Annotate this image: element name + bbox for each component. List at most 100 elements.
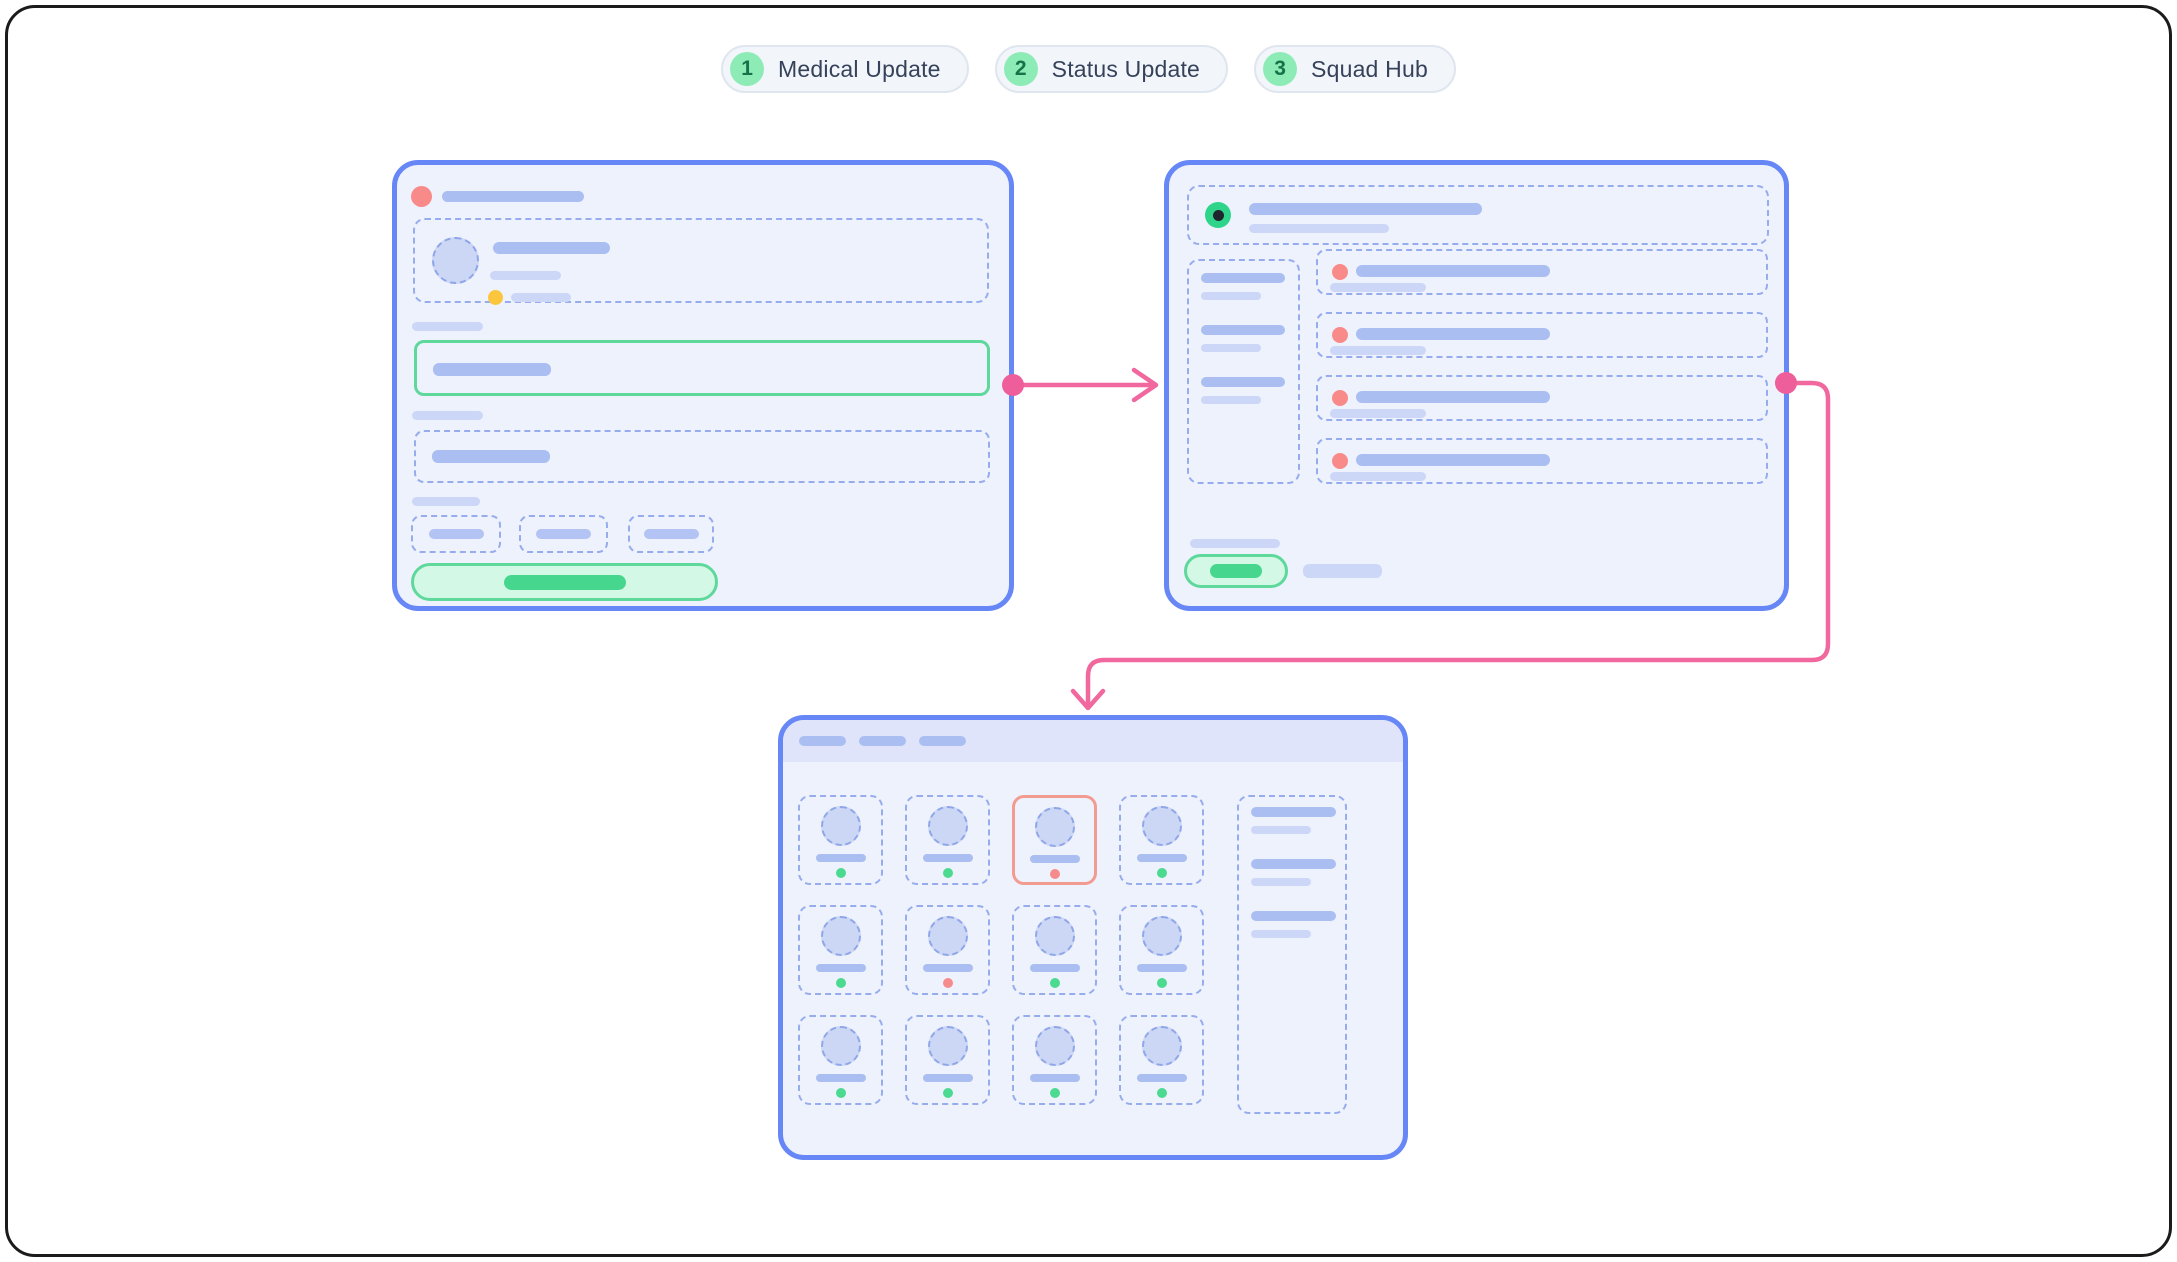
text-group bbox=[1201, 273, 1290, 300]
member-card[interactable] bbox=[905, 905, 990, 995]
member-card[interactable] bbox=[798, 1015, 883, 1105]
member-card[interactable] bbox=[1012, 905, 1097, 995]
warning-dot bbox=[488, 290, 503, 305]
menu-item-bar[interactable] bbox=[799, 736, 846, 746]
field-label-bar bbox=[412, 322, 483, 331]
member-avatar bbox=[927, 1026, 968, 1066]
step-number-badge: 2 bbox=[1003, 52, 1038, 86]
item-title-bar bbox=[1356, 328, 1550, 340]
member-avatar bbox=[1141, 1026, 1182, 1066]
detail-sidebar bbox=[1237, 795, 1347, 1114]
option-chip[interactable] bbox=[411, 515, 501, 553]
group-title-bar bbox=[1201, 273, 1285, 283]
member-avatar bbox=[820, 806, 861, 846]
group-title-bar bbox=[1251, 911, 1336, 921]
member-card[interactable] bbox=[1012, 1015, 1097, 1105]
option-chip[interactable] bbox=[628, 515, 714, 553]
step-label: Medical Update bbox=[778, 55, 941, 82]
group-subtitle-bar bbox=[1251, 930, 1311, 938]
alert-dot bbox=[1332, 264, 1348, 280]
member-name-bar bbox=[922, 964, 973, 972]
member-card[interactable] bbox=[1119, 1015, 1204, 1105]
member-status-dot bbox=[942, 978, 953, 988]
member-status-dot bbox=[1049, 869, 1060, 879]
step-number-badge: 3 bbox=[1263, 52, 1298, 86]
item-subtitle-bar bbox=[1330, 409, 1426, 418]
alert-queue-item[interactable] bbox=[1316, 249, 1768, 295]
name-bar bbox=[493, 242, 610, 254]
menu-item-bar[interactable] bbox=[859, 736, 906, 746]
text-group bbox=[1251, 911, 1337, 938]
alert-queue-item[interactable] bbox=[1316, 312, 1768, 358]
group-title-bar bbox=[1201, 377, 1285, 387]
button-label-bar bbox=[503, 574, 626, 590]
status-header-card bbox=[1187, 185, 1769, 245]
side-nav-groups bbox=[1201, 273, 1290, 404]
input-field-placeholder[interactable] bbox=[414, 430, 990, 483]
group-subtitle-bar bbox=[1201, 344, 1261, 352]
member-name-bar bbox=[1029, 964, 1080, 972]
alert-dot bbox=[1332, 390, 1348, 406]
note-bar bbox=[511, 293, 571, 302]
connector-2-arrowhead-icon bbox=[1070, 688, 1106, 711]
member-card[interactable] bbox=[798, 905, 883, 995]
menu-item-bar[interactable] bbox=[919, 736, 966, 746]
connector-1-arrowhead-icon bbox=[1131, 367, 1159, 403]
input-value-bar bbox=[433, 363, 551, 376]
field-label-bar bbox=[412, 497, 480, 506]
member-status-dot bbox=[942, 868, 953, 878]
member-avatar bbox=[1034, 916, 1075, 956]
chip-bar bbox=[536, 529, 591, 539]
step-number-badge: 1 bbox=[730, 52, 765, 86]
member-status-dot bbox=[835, 978, 846, 988]
option-chip[interactable] bbox=[519, 515, 608, 553]
panel-title-bar bbox=[442, 191, 584, 202]
member-name-bar bbox=[922, 854, 973, 862]
step-label: Status Update bbox=[1051, 55, 1201, 82]
group-subtitle-bar bbox=[1251, 826, 1311, 834]
member-status-dot bbox=[1156, 978, 1167, 988]
alert-queue-item[interactable] bbox=[1316, 438, 1768, 484]
member-card-selected[interactable] bbox=[1012, 795, 1097, 885]
member-status-dot bbox=[1156, 1088, 1167, 1098]
alert-queue-list bbox=[1316, 249, 1768, 484]
member-name-bar bbox=[815, 1074, 866, 1082]
item-title-bar bbox=[1356, 265, 1550, 277]
member-status-dot bbox=[942, 1088, 953, 1098]
item-subtitle-bar bbox=[1330, 472, 1426, 481]
item-subtitle-bar bbox=[1330, 283, 1426, 292]
sidebar-groups bbox=[1251, 807, 1337, 938]
item-title-bar bbox=[1356, 454, 1550, 466]
member-card[interactable] bbox=[1119, 905, 1204, 995]
chip-bar bbox=[428, 529, 484, 539]
member-name-bar bbox=[1029, 855, 1080, 863]
group-title-bar bbox=[1201, 325, 1285, 335]
member-card[interactable] bbox=[1119, 795, 1204, 885]
text-group bbox=[1251, 859, 1337, 886]
alert-queue-item[interactable] bbox=[1316, 375, 1768, 421]
header-title-bar bbox=[1249, 203, 1482, 215]
group-title-bar bbox=[1251, 807, 1336, 817]
active-input-field[interactable] bbox=[414, 340, 990, 396]
patient-summary-card bbox=[413, 218, 989, 305]
text-group bbox=[1251, 807, 1337, 834]
footer-note-bar bbox=[1303, 564, 1382, 578]
member-avatar bbox=[927, 806, 968, 846]
input-value-bar bbox=[432, 450, 550, 463]
member-card[interactable] bbox=[905, 1015, 990, 1105]
submit-button[interactable] bbox=[411, 563, 718, 601]
confirm-toggle-button[interactable] bbox=[1184, 554, 1288, 588]
footer-label-bar bbox=[1190, 539, 1280, 548]
member-card[interactable] bbox=[798, 795, 883, 885]
step-pill-squad-hub[interactable]: 3 Squad Hub bbox=[1254, 45, 1456, 93]
alert-dot bbox=[1332, 453, 1348, 469]
side-nav-panel bbox=[1187, 259, 1300, 484]
panel-medical-update bbox=[392, 160, 1014, 611]
member-status-dot bbox=[1049, 978, 1060, 988]
member-card[interactable] bbox=[905, 795, 990, 885]
member-status-dot bbox=[835, 1088, 846, 1098]
step-pill-status-update[interactable]: 2 Status Update bbox=[994, 45, 1229, 93]
member-status-dot bbox=[1156, 868, 1167, 878]
alert-dot bbox=[411, 186, 432, 207]
step-pill-medical-update[interactable]: 1 Medical Update bbox=[721, 45, 969, 93]
